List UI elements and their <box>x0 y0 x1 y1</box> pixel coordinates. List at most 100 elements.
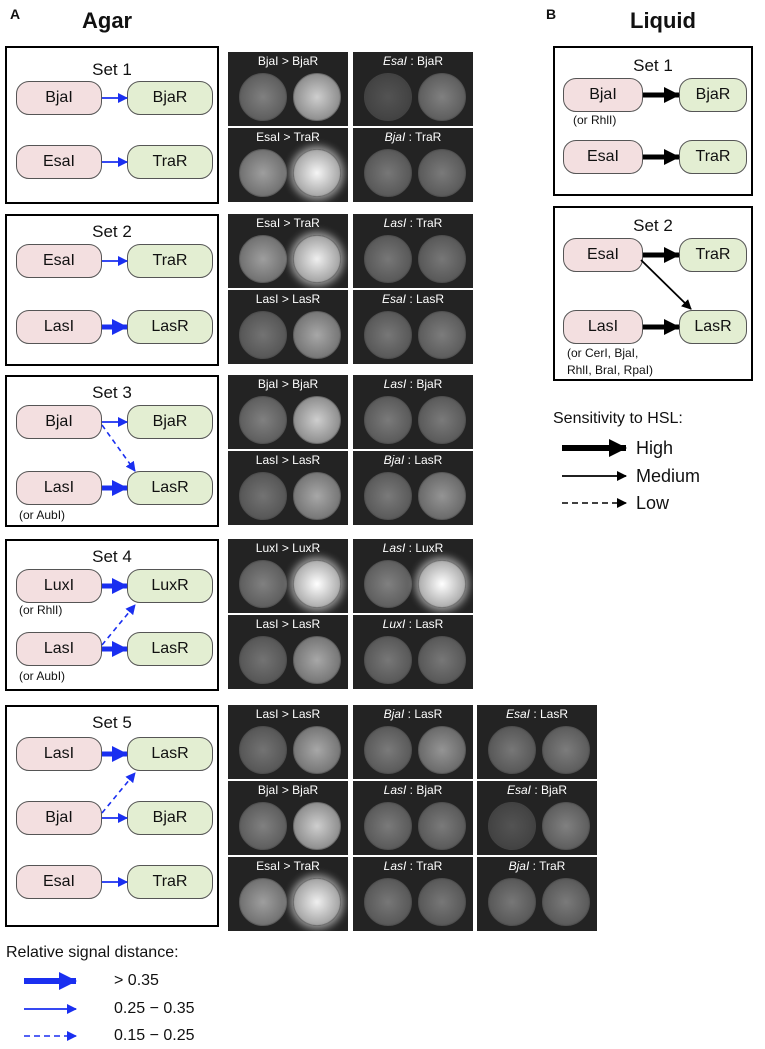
receptor-node: TraR <box>127 244 213 278</box>
synthase-node: LasI <box>16 737 102 771</box>
colony-spot <box>364 560 412 608</box>
set-title: Set 5 <box>92 713 132 732</box>
colony-spot <box>542 878 590 926</box>
legend-a-item: 0.25 − 0.35 <box>114 1000 195 1017</box>
set-title: Set 1 <box>633 56 673 75</box>
agar-image-tile: LasI : TraR <box>353 857 473 931</box>
tile-label: LasI : LuxR <box>353 541 473 555</box>
dashed-arrow <box>101 772 136 814</box>
agar-set-1: Set 1 BjaI BjaR EsaI TraR <box>5 46 219 204</box>
alt-note: RhlI, BraI, RpaI) <box>567 363 654 377</box>
tile-label: EsaI : BjaR <box>353 54 473 68</box>
colony-spot <box>239 636 287 684</box>
receptor-node: LasR <box>679 310 747 344</box>
synthase-node: BjaI <box>16 405 102 439</box>
arrow-layer <box>101 746 136 887</box>
arrow-layer <box>101 578 136 657</box>
synthase-node: LasI <box>16 471 102 505</box>
tile-receptor-label: : TraR <box>405 130 442 144</box>
agar-image-tile: BjaI > BjaR <box>228 375 348 449</box>
synthase-node: EsaI <box>16 865 102 899</box>
tile-synthase-label: EsaI <box>382 54 407 68</box>
tile-receptor-label: : LasR <box>406 292 445 306</box>
colony-spot <box>364 636 412 684</box>
agar-image-tile: BjaI > BjaR <box>228 781 348 855</box>
tile-label: LasI : BjaR <box>353 783 473 797</box>
colony-spot <box>418 802 466 850</box>
set-title: Set 3 <box>92 383 132 402</box>
colony-spot <box>488 726 536 774</box>
agar-image-tile: EsaI > TraR <box>228 857 348 931</box>
tile-label: LasI > LasR <box>228 292 348 306</box>
alt-note: (or RhlI) <box>573 113 617 127</box>
colony-spot <box>293 726 341 774</box>
tile-label: BjaI : LasR <box>353 707 473 721</box>
tile-receptor-label: : LasR <box>405 617 444 631</box>
colony-spot <box>293 802 341 850</box>
agar-image-tile: EsaI > TraR <box>228 128 348 202</box>
colony-spot <box>364 396 412 444</box>
colony-spot <box>239 802 287 850</box>
legend-b-item: Low <box>636 493 670 513</box>
synthase-node: BjaI <box>563 78 643 112</box>
tile-synthase-label: BjaI <box>383 707 405 721</box>
tile-synthase-label: BjaI <box>383 453 405 467</box>
colony-spot <box>542 726 590 774</box>
colony-spot <box>239 726 287 774</box>
tile-receptor-label: : LasR <box>404 707 443 721</box>
tile-label: LasI : TraR <box>353 216 473 230</box>
tile-label: LasI > LasR <box>228 617 348 631</box>
receptor-node: TraR <box>679 140 747 174</box>
tile-receptor-label: > BjaR <box>278 783 319 797</box>
set-title: Set 4 <box>92 547 132 566</box>
synthase-node: EsaI <box>16 244 102 278</box>
tile-synthase-label: EsaI <box>505 707 530 721</box>
colony-spot <box>293 73 341 121</box>
tile-receptor-label: : TraR <box>529 859 566 873</box>
tile-receptor-label: : BjaR <box>407 54 444 68</box>
alt-note: (or AubI) <box>19 669 66 683</box>
tile-synthase-label: LasI <box>383 783 407 797</box>
colony-spot <box>293 311 341 359</box>
colony-spot <box>418 560 466 608</box>
synthase-node: EsaI <box>563 238 643 272</box>
legend-a-item: > 0.35 <box>114 972 159 989</box>
panel-b-letter: B <box>546 6 557 22</box>
tile-receptor-label: > LasR <box>278 707 321 721</box>
receptor-node: BjaR <box>127 405 213 439</box>
tile-synthase-label: BjaI <box>257 783 279 797</box>
tile-label: LuxI > LuxR <box>228 541 348 555</box>
tile-label: EsaI > TraR <box>228 130 348 144</box>
agar-image-tile: LuxI : LasR <box>353 615 473 689</box>
panel-b-title: Liquid <box>630 8 696 33</box>
receptor-node: TraR <box>127 145 213 179</box>
panel-a-letter: A <box>10 6 21 22</box>
tile-receptor-label: : TraR <box>406 216 443 230</box>
tile-label: EsaI : LasR <box>477 707 597 721</box>
arrow-layer <box>102 256 128 335</box>
agar-image-tile: LasI : LuxR <box>353 539 473 613</box>
arrow-layer <box>101 417 136 496</box>
tile-receptor-label: : LuxR <box>405 541 444 555</box>
tile-receptor-label: : BjaR <box>531 783 568 797</box>
colony-spot <box>418 636 466 684</box>
tile-receptor-label: : BjaR <box>406 377 443 391</box>
tile-label: LasI : BjaR <box>353 377 473 391</box>
dashed-arrow <box>101 424 136 472</box>
tile-synthase-label: LasI <box>383 216 407 230</box>
medium-arrow <box>640 259 692 310</box>
agar-image-tile: BjaI : TraR <box>477 857 597 931</box>
arrow-layer <box>102 93 128 167</box>
agar-set-5: Set 5 LasI LasR BjaI BjaR EsaI TraR <box>5 705 219 927</box>
tile-synthase-label: EsaI <box>506 783 531 797</box>
synthase-node: BjaI <box>16 81 102 115</box>
colony-spot <box>418 149 466 197</box>
agar-image-tile: EsaI > TraR <box>228 214 348 288</box>
receptor-node: TraR <box>127 865 213 899</box>
agar-image-tile: BjaI : LasR <box>353 451 473 525</box>
tile-label: LasI > LasR <box>228 707 348 721</box>
tile-label: LasI > LasR <box>228 453 348 467</box>
panel-a-title: Agar <box>82 8 133 33</box>
arrow-layer <box>643 87 680 165</box>
agar-image-tile: BjaI : LasR <box>353 705 473 779</box>
